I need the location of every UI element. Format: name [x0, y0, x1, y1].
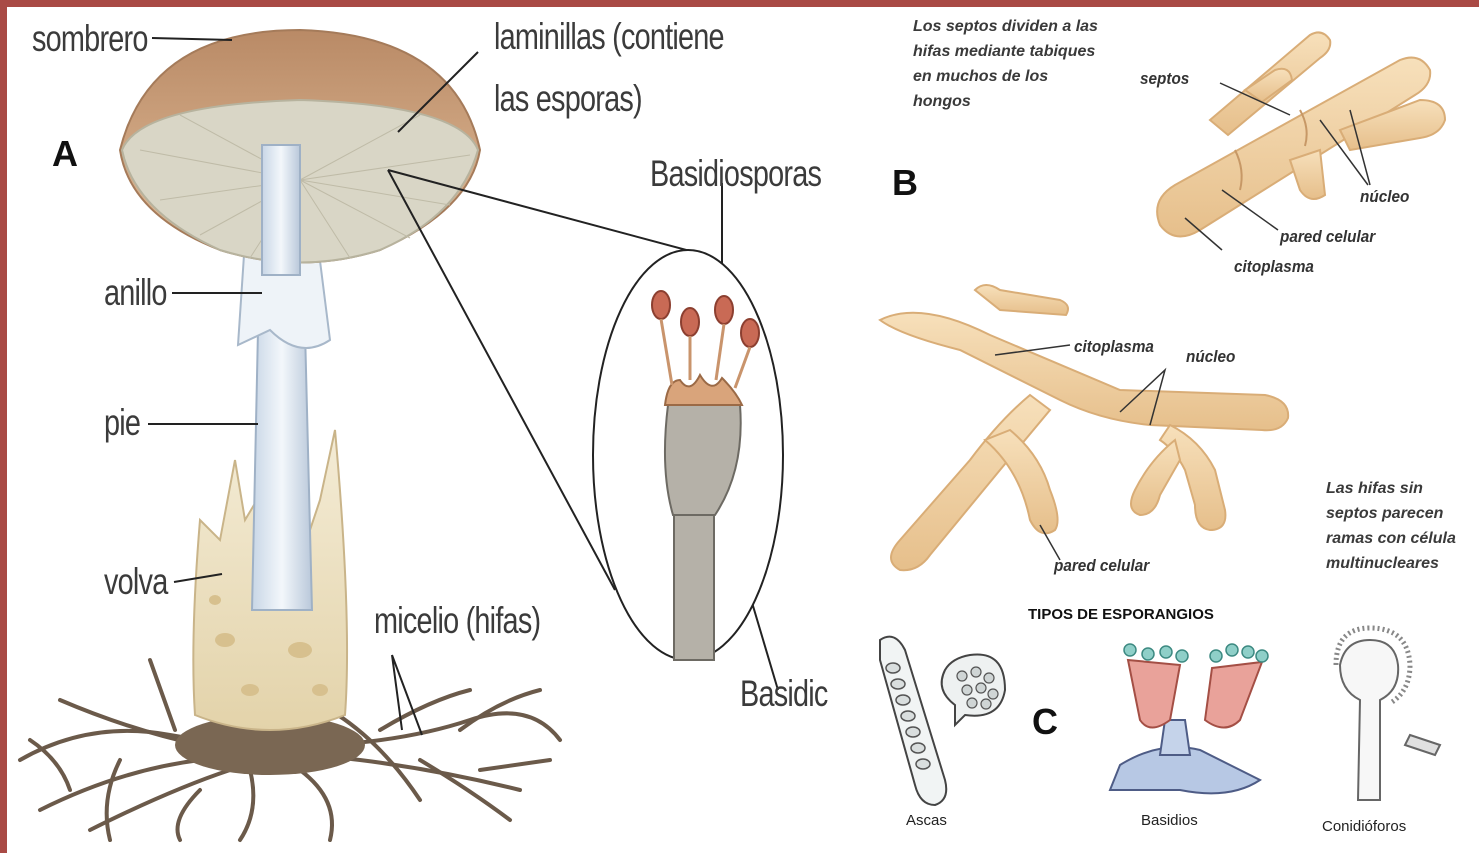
label-basidio: Basidic	[740, 675, 828, 712]
basidium-stalk	[674, 515, 714, 660]
note-aseptate-line: Las hifas sin	[1326, 476, 1476, 501]
label-basidiosporas: Basidiosporas	[650, 155, 821, 192]
note-aseptate-line: ramas con célula	[1326, 526, 1476, 551]
label-nucleo-bottom: núcleo	[1186, 348, 1235, 365]
note-aseptate: Las hifas sin septos parecen ramas con c…	[1326, 476, 1476, 576]
panel-c-letter: C	[1032, 704, 1058, 740]
stem-top	[262, 145, 300, 275]
panel-b-letter: B	[892, 165, 918, 201]
caption-conidioforos: Conidióforos	[1322, 819, 1406, 834]
label-micelio: micelio (hifas)	[374, 602, 540, 639]
label-anillo: anillo	[104, 274, 167, 311]
label-pared-top: pared celular	[1280, 228, 1375, 245]
note-septate-line: hifas mediante tabiques	[913, 39, 1143, 64]
note-aseptate-line: multinucleares	[1326, 551, 1476, 576]
label-nucleo-top: núcleo	[1360, 188, 1409, 205]
note-aseptate-line: septos parecen	[1326, 501, 1476, 526]
label-septos: septos	[1140, 70, 1189, 87]
ascus-illustration	[880, 637, 1005, 805]
note-septate-line: hongos	[913, 89, 1143, 114]
conidiophore-illustration	[1336, 628, 1440, 800]
aseptate-hypha	[880, 285, 1288, 570]
note-septate-line: Los septos dividen a las	[913, 14, 1143, 39]
note-septate-line: en muchos de los	[913, 64, 1143, 89]
sporangia-title: TIPOS DE ESPORANGIOS	[1028, 607, 1214, 622]
label-sombrero: sombrero	[32, 20, 148, 57]
label-laminillas-line2: las esporas)	[494, 80, 642, 117]
caption-basidios: Basidios	[1141, 813, 1198, 828]
label-laminillas-line1: laminillas (contiene	[494, 18, 724, 55]
note-septate: Los septos dividen a las hifas mediante …	[913, 14, 1143, 114]
label-citoplasma-bottom: citoplasma	[1074, 338, 1154, 355]
label-pared-bottom: pared celular	[1054, 557, 1149, 574]
label-volva: volva	[104, 563, 167, 600]
basidia-illustration	[1110, 644, 1268, 793]
caption-ascas: Ascas	[906, 813, 947, 828]
label-citoplasma-top: citoplasma	[1234, 258, 1314, 275]
label-pie: pie	[104, 404, 140, 441]
panel-a-letter: A	[52, 136, 78, 172]
